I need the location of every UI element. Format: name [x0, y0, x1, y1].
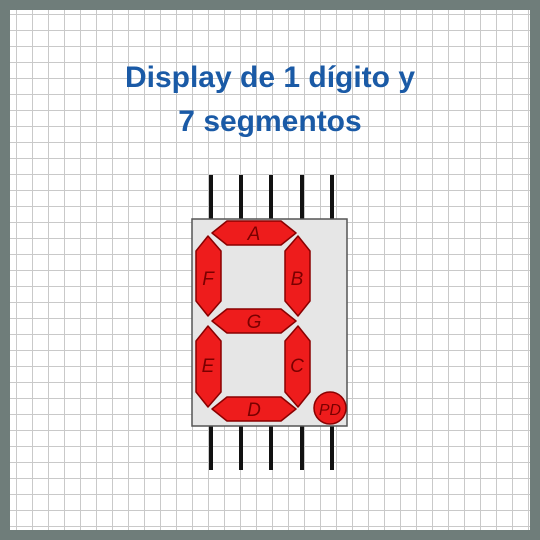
- segment-e-label: E: [202, 356, 215, 377]
- segment-d: [211, 396, 297, 422]
- segment-b: [284, 235, 311, 317]
- segment-e: [195, 325, 222, 408]
- top-pins: [209, 175, 334, 220]
- segment-b-label: B: [291, 269, 304, 290]
- title-line-1: Display de 1 dígito y: [124, 61, 416, 94]
- segment-f: [195, 235, 222, 317]
- title-line-2: 7 segmentos: [178, 105, 362, 138]
- decimal-point: [313, 391, 347, 425]
- segment-f-label: F: [202, 269, 215, 290]
- segment-c-label: C: [290, 356, 304, 377]
- bottom-pins: [209, 425, 334, 470]
- segment-g-label: G: [247, 312, 262, 333]
- diagram-title: Display de 1 dígito y 7 segmentos: [10, 56, 530, 144]
- segment-d-label: D: [247, 400, 261, 421]
- segment-a: [211, 220, 297, 246]
- segment-a-label: A: [247, 224, 261, 245]
- segment-c: [284, 325, 311, 408]
- segment-g: [211, 308, 297, 334]
- decimal-point-label: PD: [319, 402, 342, 419]
